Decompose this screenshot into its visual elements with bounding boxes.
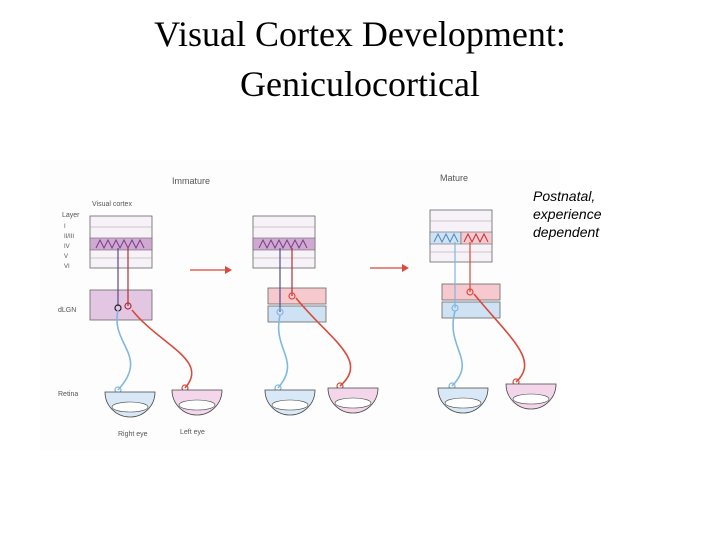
left-eye-label: Left eye (180, 429, 205, 436)
right-eye-label: Right eye (118, 431, 148, 438)
slide-title-line-1: Visual Cortex Development: (154, 14, 566, 54)
annotation-line-1: Postnatal, (533, 188, 596, 204)
intermediate-stage (252, 215, 379, 416)
layer-label-vi: VI (64, 264, 70, 270)
stage-label-mature: Mature (440, 173, 468, 183)
layer-label-v: V (64, 254, 68, 260)
stage-label-immature: Immature (172, 176, 210, 186)
layer-header-label: Layer (62, 212, 80, 219)
layer-label-i: I (64, 224, 66, 230)
annotation-line-3: dependent (533, 224, 600, 240)
immature-stage: Right eye Left eye (89, 215, 223, 438)
dlgn-label: dLGN (58, 307, 76, 314)
postnatal-annotation: Postnatal, experience dependent (533, 187, 602, 241)
annotation-line-2: experience (533, 206, 602, 222)
layer-label-ii-iii: II/III (64, 234, 74, 240)
visual-cortex-label: Visual cortex (92, 201, 132, 208)
slide-title-line-2: Geniculocortical (240, 64, 480, 104)
retina-label: Retina (58, 391, 78, 398)
mature-stage (429, 209, 557, 414)
layer-label-iv: IV (64, 244, 70, 250)
geniculocortical-development-figure: Immature Mature Visual cortex Layer I II… (40, 160, 560, 450)
